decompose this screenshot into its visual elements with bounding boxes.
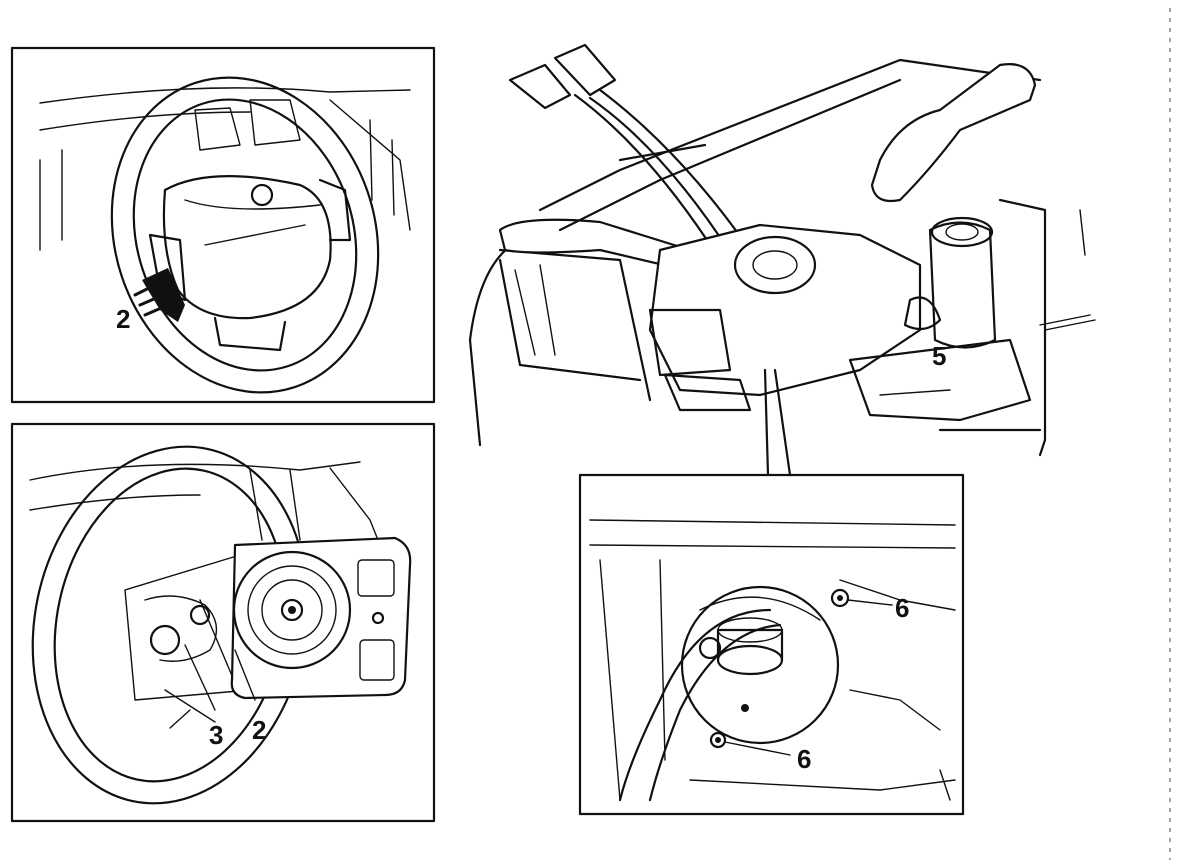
callout-6-inset-lower: 6 [797,744,812,774]
panel-top-left [10,46,436,404]
callout-2-top-left: 2 [116,304,131,334]
panel-top-right [468,43,1096,477]
callout-3-bottom-left: 3 [209,720,224,750]
panel-inset [578,473,965,816]
callout-5-top-right: 5 [932,341,947,371]
panel-bottom-left [10,422,436,823]
callout-6-inset-upper: 6 [895,593,910,623]
callout-2-bottom-left: 2 [252,715,267,745]
